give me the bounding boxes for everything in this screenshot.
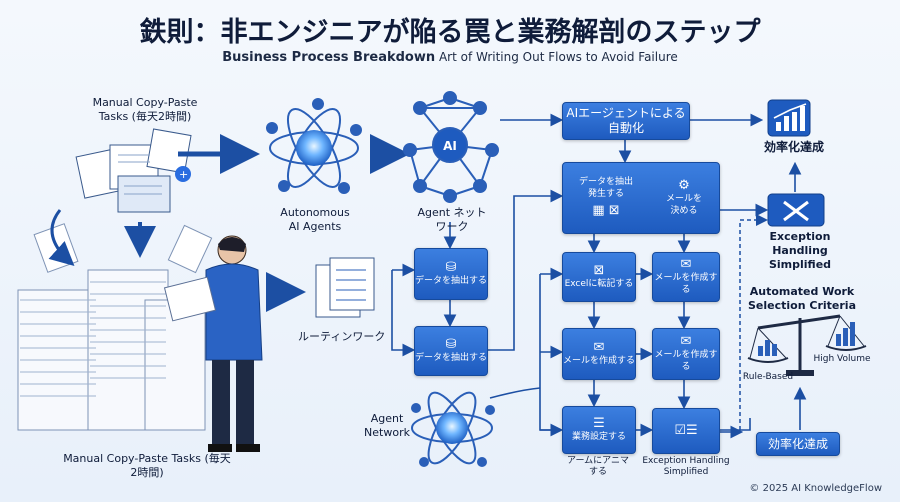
excel-icon: ⊠ [593, 262, 605, 278]
wrench-gear-icon [767, 193, 825, 227]
efficiency-bottom-box[interactable]: 効率化達成 [756, 432, 840, 456]
agent-network-label-bottom: Agent Network [364, 412, 410, 439]
extract-data-box-1[interactable]: ⛁ データを抽出する [414, 248, 488, 300]
subtitle-rest: Art of Writing Out Flows to Avoid Failur… [438, 50, 678, 64]
svg-text:+: + [179, 168, 188, 181]
excel-post-box[interactable]: ⊠ Excelに転記する [562, 252, 636, 302]
table-icon: ▦ ⊠ [592, 202, 620, 218]
rule-based-label: Rule-Based [742, 372, 794, 382]
high-volume-label: High Volume [813, 354, 871, 364]
exception-checklist-box[interactable]: ☑☰ [652, 408, 720, 454]
create-mail-box-2[interactable]: ✉ メールを作成する [562, 328, 636, 380]
document-stack-icon: + [75, 128, 192, 213]
create-mail-label-3: メールを作成する [654, 350, 718, 372]
balance-scale-icon [747, 314, 867, 376]
exception-small-label: Exception Handling Simplified [642, 456, 730, 478]
checklist-document-icon [315, 257, 375, 318]
create-mail-label-2: メールを作成する [563, 355, 636, 366]
create-mail-label-1: メールを作成する [654, 273, 718, 295]
atom-network-icon [266, 98, 362, 194]
database-icon: ⛁ [445, 336, 457, 352]
growth-chart-icon [767, 99, 811, 137]
ai-automation-label: AIエージェントによる自動化 [566, 106, 686, 135]
extract-data-label-2: データを抽出する [415, 352, 488, 363]
database-gear-icon: ⛁ [445, 259, 457, 275]
envelope-icon: ✉ [680, 257, 692, 273]
ai-automation-box[interactable]: AIエージェントによる自動化 [562, 102, 690, 140]
person-icon [163, 235, 263, 452]
subtitle-bold: Business Process Breakdown [222, 50, 436, 65]
checklist-icon: ☑☰ [674, 422, 698, 438]
autonomous-agents-label: Autonomous AI Agents [280, 206, 350, 233]
routine-work-label: ルーティンワーク [298, 330, 386, 343]
agent-network-label-top: Agent ネットワーク [417, 206, 487, 233]
settings-list-icon: ☰ [593, 415, 605, 431]
criteria-title: Automated Work Selection Criteria [748, 285, 856, 312]
business-setting-label: 業務設定する [571, 431, 626, 442]
data-extract-event-label: データを抽出発生する [578, 177, 633, 199]
page-title: 鉄則：非エンジニアが陥る罠と業務解剖のステップ [139, 17, 761, 48]
excel-post-label: Excelに転記する [564, 278, 634, 289]
open-envelope-icon: ✉ [680, 334, 692, 350]
business-setting-box[interactable]: ☰ 業務設定する [562, 406, 636, 454]
efficiency-bottom-label: 効率化達成 [767, 436, 828, 451]
extract-data-box-2[interactable]: ⛁ データを抽出する [414, 326, 488, 376]
gear-icon: ⚙ [678, 178, 690, 194]
decide-mail-label: メールを決める [665, 194, 702, 216]
envelope-icon: ✉ [593, 339, 605, 355]
exception-handling-label: Exception Handling Simplified [768, 230, 832, 271]
curved-arrow-icon [48, 209, 75, 267]
page-subtitle: Business Process Breakdown Art of Writin… [0, 50, 900, 65]
efficiency-top-label: 効率化達成 [763, 140, 824, 154]
manual-task-label-top: Manual Copy-Paste Tasks (毎天2時間) [92, 96, 198, 123]
extract-data-label-1: データを抽出する [415, 275, 488, 286]
dashed-connector [739, 214, 768, 430]
atom-network-icon [411, 391, 495, 467]
manual-task-label-bottom: Manual Copy-Paste Tasks (毎天2時間) [63, 452, 231, 479]
create-mail-box-1[interactable]: ✉ メールを作成する [652, 252, 720, 302]
paper-pile-icon [17, 223, 213, 431]
copyright: © 2025 AI KnowledgeFlow [749, 483, 882, 494]
team-notify-label: アームにアニマする [566, 456, 629, 478]
create-mail-box-3[interactable]: ✉ メールを作成する [652, 328, 720, 380]
data-extract-event-box[interactable]: データを抽出発生する ▦ ⊠ ⚙ メールを決める [562, 162, 720, 234]
ai-network-icon [403, 91, 499, 203]
ai-badge: AI [443, 139, 457, 153]
